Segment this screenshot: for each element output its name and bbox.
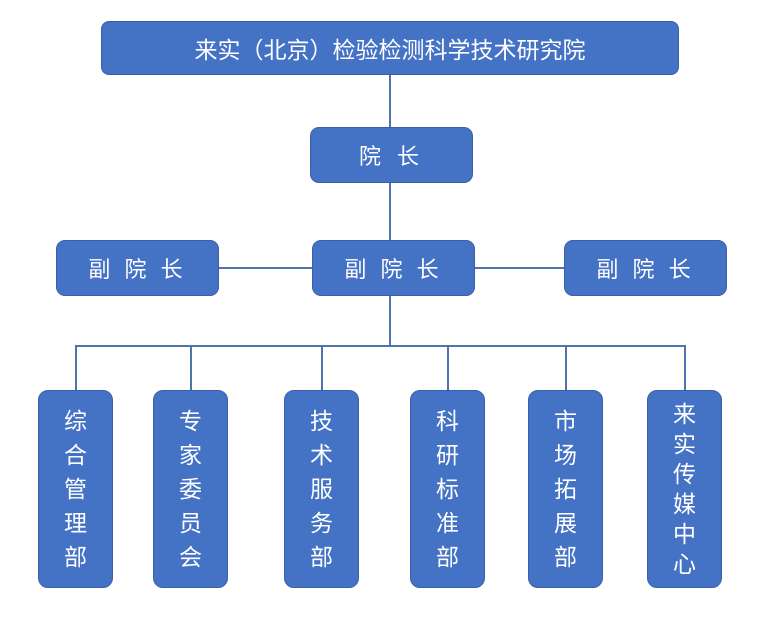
connector-drop-dept-6 [684,345,686,390]
org-node-dept-market-expansion-label: 市场拓展部 [554,408,577,570]
org-node-dept-expert-committee: 专家委员会 [153,390,228,588]
org-node-vice-president-left-label: 副 院 长 [88,257,187,282]
org-node-dept-media-center-label: 来实传媒中心 [673,401,696,577]
org-node-dept-technical-service: 技术服务部 [284,390,359,588]
org-node-dept-technical-service-label: 技术服务部 [310,408,333,570]
org-node-dept-market-expansion: 市场拓展部 [528,390,603,588]
org-node-president: 院 长 [310,127,473,183]
connector-root-president [389,75,391,127]
connector-bus [75,345,685,347]
org-node-dept-research-standards: 科研标准部 [410,390,485,588]
org-node-dept-expert-committee-label: 专家委员会 [179,408,202,570]
org-node-vice-president-center: 副 院 长 [312,240,475,296]
org-node-dept-general-management: 综合管理部 [38,390,113,588]
org-node-institute: 来实（北京）检验检测科学技术研究院 [101,21,679,75]
connector-vp-left [219,267,312,269]
org-node-president-label: 院 长 [358,144,425,169]
connector-vp-right [475,267,564,269]
org-node-dept-research-standards-label: 科研标准部 [436,408,459,570]
connector-drop-dept-1 [75,345,77,390]
connector-vp-bus [389,296,391,345]
connector-drop-dept-2 [190,345,192,390]
org-node-vice-president-right-label: 副 院 长 [596,257,695,282]
org-node-dept-general-management-label: 综合管理部 [64,408,87,570]
connector-president-vp [389,183,391,240]
connector-drop-dept-5 [565,345,567,390]
connector-drop-dept-3 [321,345,323,390]
org-node-vice-president-center-label: 副 院 长 [344,257,443,282]
org-node-vice-president-left: 副 院 长 [56,240,219,296]
org-node-vice-president-right: 副 院 长 [564,240,727,296]
connector-drop-dept-4 [447,345,449,390]
org-node-institute-label: 来实（北京）检验检测科学技术研究院 [194,37,586,63]
org-node-dept-media-center: 来实传媒中心 [647,390,722,588]
